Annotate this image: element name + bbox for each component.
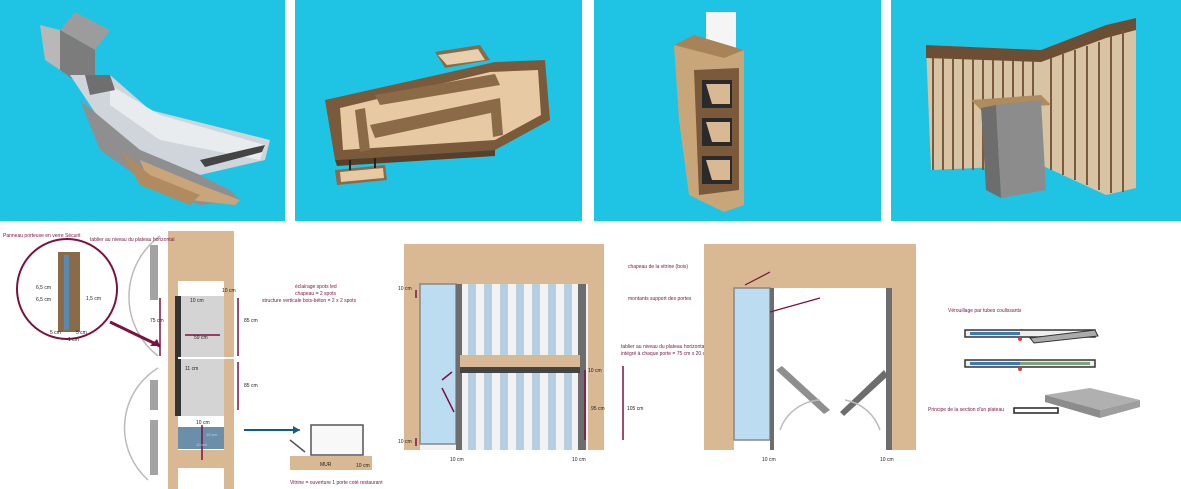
elevation-closed: 10 cm 10 cm 10 cm 10 cm 10 cm 95 cm 105 … [398,244,709,463]
dim-75: 75 cm [150,318,164,324]
dim-15: 1,5 cm [86,296,101,302]
dim-10a: 10 cm [222,288,236,294]
bottom-dim-b: 10 cm [196,442,208,447]
dim-5b: 5 cm [76,330,87,336]
open-montants: montants support des portes [628,296,692,302]
render-concrete-bench [0,0,285,221]
dim-85a: 85 cm [244,318,258,324]
render-vertical-column [594,0,881,221]
dim-65b: 6,5 cm [36,297,51,303]
dim-65a: 6,5 cm [36,285,51,291]
render-counter-slats [891,0,1181,221]
lighting-1: éclairage spots led [295,284,337,290]
lighting-3: structure verticale bois-béton = 2 x 2 s… [262,298,357,304]
panel-label: Panneau porteuse en verre Sécurit [3,233,81,239]
dim-1: 1 cm [68,337,79,343]
closed-dim-95: 95 cm [591,406,605,412]
tablier-label: tablier au niveau du plateau horizontal [90,237,175,243]
locking-title: Vérouillage par tubes coulissants [948,308,1022,314]
dim-59: 59 cm [194,335,208,341]
dim-10c: 10 cm [196,420,210,426]
closed-dim-105: 105 cm [627,406,643,412]
closed-dim-bottom: 10 cm [398,439,412,445]
mur-dim: 10 cm [356,463,370,469]
section-caption: Vitrine = ouverture 1 porte coté restaur… [290,480,383,486]
closed-dim-mid: 10 cm [588,368,602,374]
open-chapeau: chapeau de la vitrine (bois) [628,264,688,270]
closed-tablier-1: tablier au niveau du plateau horizontal [621,344,706,350]
render-wooden-shelf [295,0,582,221]
closed-dim-right: 10 cm [572,457,586,463]
locking-section-label: Principe de la section d'un plateau [928,407,1004,413]
closed-dim-left: 10 cm [450,457,464,463]
dim-85b: 85 cm [244,383,258,389]
section-drawing: Panneau porteuse en verre Sécurit tablie… [3,231,383,489]
lighting-2: chapeau = 2 spots [295,291,337,297]
closed-dim-top: 10 cm [398,286,412,292]
elevation-open: chapeau de la vitrine (bois) montants su… [628,244,916,463]
locking-detail: Vérouillage par tubes coulissants Princi… [928,308,1140,418]
open-dim-right: 10 cm [880,457,894,463]
mur-label: MUR [320,462,332,468]
dim-5a: 5 cm [50,330,61,336]
closed-tablier-2: intégré à chaque porte = 75 cm x 20 cm [621,351,709,357]
dim-11: 11 cm [185,366,198,372]
bottom-dim-a: 10 cm [206,432,218,437]
open-dim-left: 10 cm [762,457,776,463]
dim-10b: 10 cm [190,298,204,304]
technical-plans: Panneau porteuse en verre Sécurit tablie… [0,221,1181,489]
